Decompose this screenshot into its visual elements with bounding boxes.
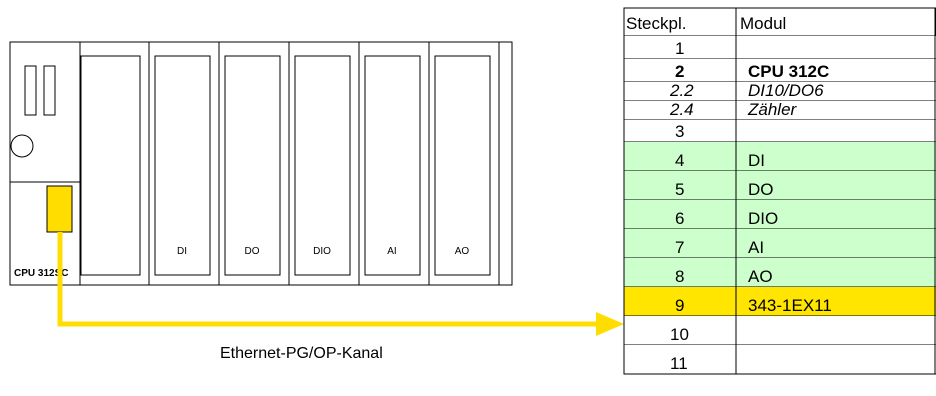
module-name: DI	[748, 151, 765, 170]
table-row: 8 AO	[624, 258, 936, 288]
module-ai: AI	[358, 41, 430, 286]
table-row: 1	[624, 36, 936, 60]
module-name: DI10/DO6	[748, 81, 824, 100]
module-do: DO	[218, 41, 290, 286]
module-dio: DIO	[288, 41, 360, 286]
table-row: 7 AI	[624, 229, 936, 259]
table-row: 2.4 Zähler	[624, 100, 936, 121]
table-row: 6 DIO	[624, 200, 936, 230]
module-ao: AO	[428, 41, 500, 286]
module-di: DI	[148, 41, 220, 286]
ethernet-port	[46, 185, 73, 233]
table-row: 4 DI	[624, 142, 936, 172]
module-name: DIO	[748, 209, 778, 228]
slot-number: 7	[675, 238, 684, 257]
slot-number: 11	[670, 354, 688, 373]
module-name: AI	[748, 238, 764, 257]
slot-number: 4	[675, 151, 684, 170]
cpu-label: CPU 312SC	[14, 268, 68, 279]
slot-number: 1	[675, 39, 684, 58]
slot-number: 10	[670, 325, 689, 344]
slot-number: 9	[675, 296, 684, 315]
connection-label: Ethernet-PG/OP-Kanal	[220, 345, 383, 362]
table-row: 3	[624, 120, 936, 143]
table-row: 5 DO	[624, 171, 936, 201]
table-row: 9 343-1EX11	[624, 287, 936, 317]
slot-number: 3	[675, 122, 684, 141]
cpu-panel	[80, 55, 141, 276]
slot-number: 6	[675, 209, 684, 228]
table-border	[623, 7, 936, 375]
table-row: 2 CPU 312C	[624, 59, 936, 83]
module-name: 343-1EX11	[748, 296, 832, 315]
ethernet-connection	[57, 232, 624, 336]
module-ai-label: AI	[387, 246, 396, 257]
header-slot: Steckpl.	[626, 14, 686, 33]
module-dio-label: DIO	[313, 246, 331, 257]
slot-number: 5	[675, 180, 684, 199]
slot-number: 2.2	[669, 81, 694, 100]
module-ao-label: AO	[455, 246, 470, 257]
module-name: DO	[748, 180, 774, 199]
cpu-slot-indicator-left	[24, 65, 37, 116]
module-do-label: DO	[245, 246, 260, 257]
slot-number: 2.4	[669, 100, 694, 119]
connection-line	[57, 232, 600, 327]
cpu-slot-indicator-right	[43, 65, 56, 116]
table-row: 10	[624, 316, 936, 346]
slot-number: 8	[675, 267, 684, 286]
module-name: Zähler	[747, 100, 798, 119]
table-row: 2.2 DI10/DO6	[624, 81, 936, 102]
slot-table: Steckpl. Modul 1 2 CPU 312C 2.2 DI10/DO6 2.4 Zäh…	[623, 7, 936, 375]
cpu-status-circle	[10, 134, 34, 158]
slot-number: 2	[675, 62, 684, 81]
header-module: Modul	[740, 14, 786, 33]
module-name: CPU 312C	[748, 62, 829, 81]
module-di-label: DI	[177, 246, 187, 257]
table-row: 11	[624, 345, 936, 375]
connection-arrowhead	[596, 312, 624, 336]
module-name: AO	[748, 267, 773, 286]
